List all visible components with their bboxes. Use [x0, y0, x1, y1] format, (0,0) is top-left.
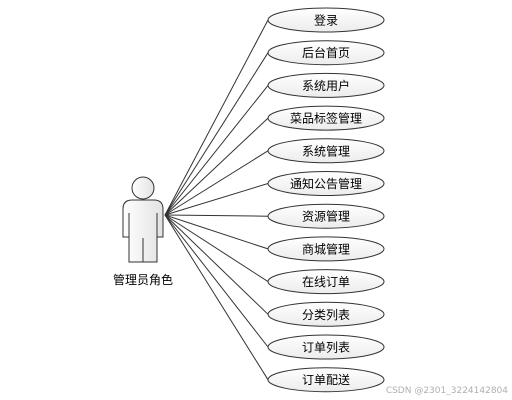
- association-line: [164, 214, 269, 348]
- association-lines: [164, 19, 269, 380]
- use-case-label: 在线订单: [302, 275, 350, 289]
- use-case-ellipse: [267, 334, 385, 360]
- association-line: [164, 52, 269, 216]
- association-line: [164, 214, 269, 315]
- use-case-label: 商城管理: [302, 241, 350, 256]
- use-case-1: 登录: [267, 7, 385, 33]
- association-line: [164, 183, 269, 216]
- use-case-8: 商城管理: [267, 236, 385, 262]
- use-case-label: 分类列表: [302, 308, 350, 322]
- use-case-label: 系统用户: [302, 78, 350, 93]
- use-case-ellipse: [267, 269, 385, 295]
- use-case-label: 通知公告管理: [290, 176, 362, 191]
- use-case-list: 登录后台首页系统用户菜品标签管理系统管理通知公告管理资源管理商城管理在线订单分类…: [267, 7, 385, 393]
- use-case-ellipse: [267, 203, 385, 229]
- use-case-5: 系统管理: [267, 138, 385, 164]
- association-line: [164, 19, 269, 216]
- use-case-9: 在线订单: [267, 269, 385, 295]
- use-case-11: 订单列表: [267, 334, 385, 360]
- use-case-7: 资源管理: [267, 203, 385, 229]
- use-case-label: 登录: [314, 13, 338, 28]
- association-line: [164, 214, 269, 283]
- use-case-label: 订单配送: [302, 372, 350, 387]
- association-line: [164, 214, 269, 380]
- use-case-3: 系统用户: [267, 72, 385, 98]
- use-case-label: 后台首页: [302, 45, 350, 60]
- association-line: [164, 214, 269, 217]
- use-case-label: 菜品标签管理: [290, 111, 362, 126]
- use-case-label: 订单列表: [302, 341, 350, 355]
- use-case-2: 后台首页: [267, 40, 385, 66]
- association-line: [164, 85, 269, 216]
- use-case-ellipse: [267, 105, 385, 131]
- use-case-10: 分类列表: [267, 301, 385, 327]
- use-case-label: 系统管理: [302, 143, 350, 158]
- association-line: [164, 117, 269, 216]
- use-case-ellipse: [267, 72, 385, 98]
- use-case-ellipse: [267, 7, 385, 33]
- use-case-ellipse: [267, 171, 385, 196]
- use-case-ellipse: [267, 40, 385, 66]
- use-case-ellipse: [267, 367, 385, 393]
- use-case-label: 资源管理: [302, 209, 350, 224]
- association-line: [164, 150, 269, 216]
- use-case-ellipse: [267, 138, 385, 164]
- association-line: [164, 214, 269, 250]
- actor-body: [122, 199, 164, 263]
- actor-head: [131, 176, 155, 200]
- watermark: CSDN @2301_32241428​04: [386, 386, 508, 396]
- use-case-ellipse: [267, 236, 385, 262]
- use-case-4: 菜品标签管理: [267, 105, 385, 131]
- actor-label: 管理员角色: [113, 272, 173, 287]
- use-case-12: 订单配送: [267, 367, 385, 393]
- use-case-ellipse: [267, 301, 385, 327]
- actor-admin: 管理员角色: [113, 176, 173, 287]
- use-case-6: 通知公告管理: [267, 171, 385, 196]
